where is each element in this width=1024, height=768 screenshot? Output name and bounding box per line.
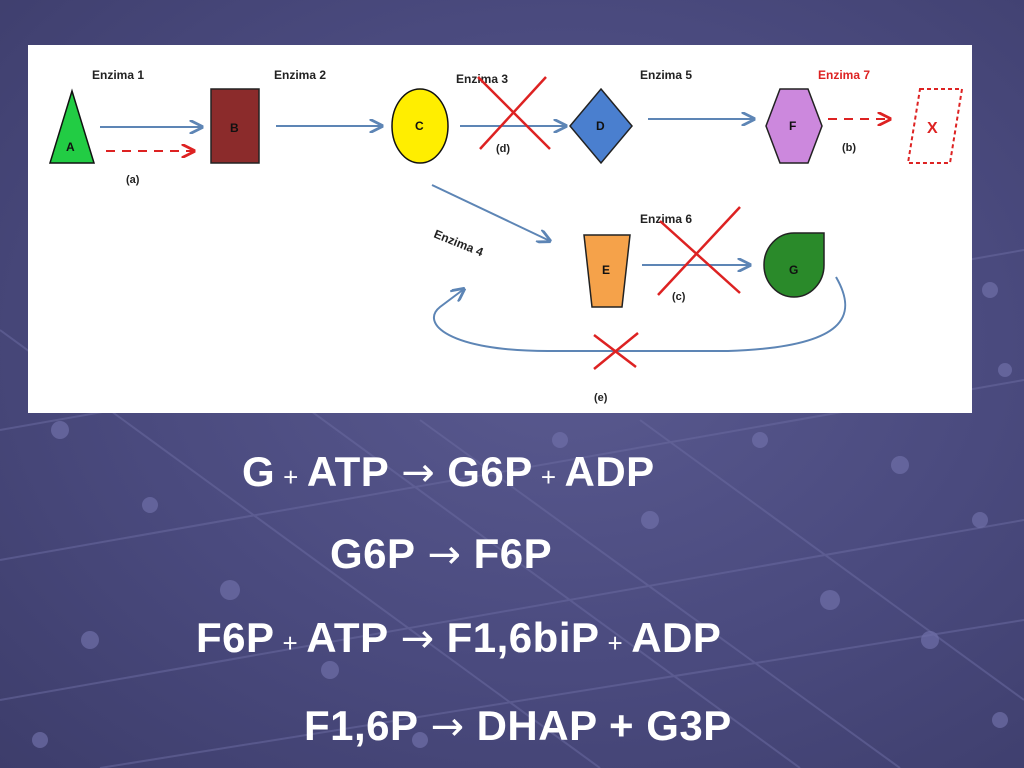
tag-c: (c) [672, 291, 686, 303]
feedback-loop [433, 276, 847, 352]
node-e-label: E [602, 263, 610, 277]
equation-1: G+ATP→G6P+ADP [242, 448, 655, 496]
node-c-circle [391, 88, 449, 164]
tag-a: (a) [126, 174, 140, 186]
tag-b: (b) [842, 142, 856, 154]
block-cross-c [657, 206, 741, 296]
block-cross-e [593, 332, 639, 370]
node-x-label: X [927, 120, 938, 137]
pathway-svg: Enzima 1 Enzima 2 Enzima 3 Enzima 5 Enzi… [48, 68, 964, 404]
eq2-reactant-1: G6P [330, 530, 416, 577]
node-g-label: G [789, 263, 798, 277]
pathway-diagram: Enzima 1 Enzima 2 Enzima 3 Enzima 5 Enzi… [28, 45, 972, 413]
node-f-label: F [789, 119, 796, 133]
enzyme-4-label: Enzima 4 [432, 227, 486, 260]
node-f-hexagon [765, 88, 823, 164]
eq2-arrow-icon: → [427, 532, 462, 578]
eq4-product-1: DHAP + G3P [476, 702, 732, 749]
enzyme-5-label: Enzima 5 [640, 68, 692, 82]
eq4-arrow-icon: → [430, 704, 465, 750]
eq1-product-1: G6P [447, 448, 533, 495]
enzyme-3-label: Enzima 3 [456, 72, 508, 86]
eq1-arrow-icon: → [401, 450, 436, 496]
enzyme-7-label: Enzima 7 [818, 68, 870, 82]
node-g-drop [763, 232, 825, 298]
eq4-reactant-1: F1,6P [304, 702, 419, 749]
eq3-product-1: F1,6biP [446, 614, 600, 661]
eq3-reactant-1: F6P [196, 614, 275, 661]
eq3-reactant-2: ATP [306, 614, 389, 661]
eq3-product-2: ADP [631, 614, 722, 661]
eq1-reactant-1: G [242, 448, 276, 495]
node-d-label: D [596, 119, 605, 133]
tag-e: (e) [594, 392, 608, 404]
node-a-label: A [66, 140, 75, 154]
eq1-product-2: ADP [564, 448, 655, 495]
arrow-c-e [431, 184, 550, 241]
node-b-rectangle [210, 88, 260, 164]
block-cross-d [477, 76, 551, 150]
enzyme-1-label: Enzima 1 [92, 68, 144, 82]
enzyme-6-label: Enzima 6 [640, 212, 692, 226]
tag-d: (d) [496, 143, 510, 155]
eq2-product-1: F6P [473, 530, 553, 577]
equation-2: G6P→F6P [330, 530, 552, 578]
equation-3: F6P+ATP→F1,6biP+ADP [196, 614, 721, 662]
node-e-trapezoid [583, 234, 631, 308]
node-b-label: B [230, 121, 239, 135]
equation-4: F1,6P→DHAP + G3P [304, 702, 732, 750]
eq1-reactant-2: ATP [306, 448, 390, 495]
node-d-diamond [569, 87, 633, 165]
eq1-plus-1: + [283, 462, 299, 492]
node-x-parallelogram [906, 88, 964, 164]
enzyme-2-label: Enzima 2 [274, 68, 326, 82]
node-c-label: C [415, 119, 424, 133]
node-a-triangle [48, 88, 96, 164]
eq3-plus-1: + [282, 628, 299, 658]
eq3-arrow-icon: → [400, 616, 435, 662]
eq1-plus-2: + [540, 462, 557, 492]
eq3-plus-2: + [607, 628, 624, 658]
